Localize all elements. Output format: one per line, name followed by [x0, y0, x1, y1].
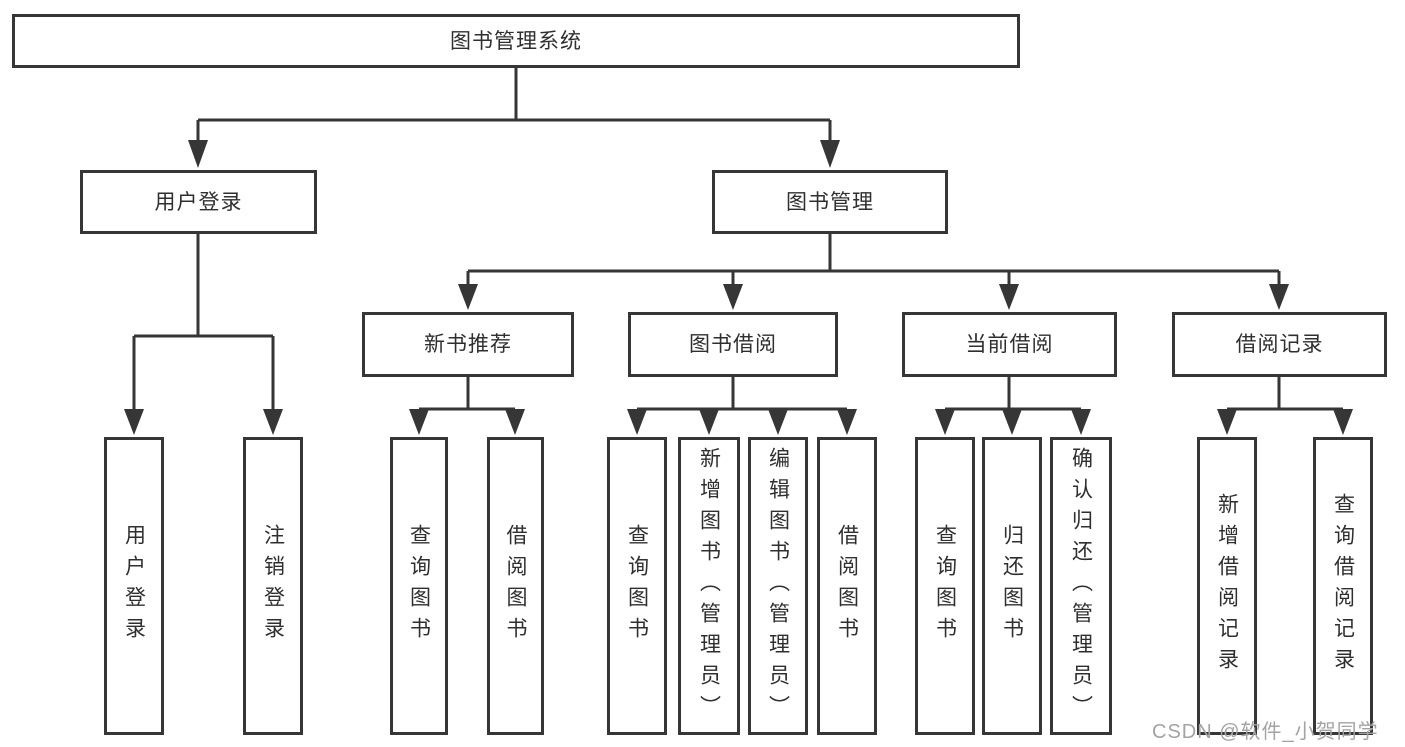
node-label: 注销登录	[261, 524, 285, 648]
node-label: 查询图书	[625, 524, 649, 648]
node-label: 图书借阅	[689, 333, 777, 356]
node-label: 查询图书	[933, 524, 957, 648]
node-return-books: 归还图书	[982, 437, 1042, 735]
node-edit-books-admin: 编辑图书（管理员）	[748, 437, 808, 735]
node-logout-action: 注销登录	[243, 437, 303, 735]
arrowheads	[124, 140, 1353, 435]
node-confirm-return-admin: 确认归还（管理员）	[1050, 437, 1112, 735]
node-user-login-action: 用户登录	[104, 437, 164, 735]
node-book-management: 图书管理	[712, 170, 948, 234]
node-query-books-2: 查询图书	[607, 437, 667, 735]
node-query-borrow-record: 查询借阅记录	[1313, 437, 1373, 735]
node-label: 新增借阅记录	[1215, 493, 1239, 679]
node-label: 归还图书	[1000, 524, 1024, 648]
node-label: 用户登录	[154, 190, 243, 214]
node-borrow-books-2: 借阅图书	[817, 437, 877, 735]
node-query-books-3: 查询图书	[915, 437, 975, 735]
node-add-books-admin: 新增图书（管理员）	[678, 437, 740, 735]
node-label: 图书管理系统	[450, 29, 582, 53]
node-add-borrow-record: 新增借阅记录	[1197, 437, 1257, 735]
node-label: 借阅记录	[1235, 333, 1324, 356]
node-current-borrowing: 当前借阅	[902, 312, 1117, 377]
node-user-login: 用户登录	[80, 170, 317, 234]
node-label: 编辑图书（管理员）	[766, 446, 790, 726]
node-label: 当前借阅	[965, 333, 1054, 356]
node-label: 用户登录	[122, 524, 146, 648]
node-library-management-system: 图书管理系统	[12, 14, 1020, 68]
node-label: 图书管理	[786, 190, 874, 214]
node-label: 新书推荐	[424, 333, 512, 356]
node-label: 查询借阅记录	[1331, 493, 1355, 679]
node-label: 查询图书	[407, 524, 431, 648]
node-book-borrowing: 图书借阅	[628, 312, 838, 377]
node-borrowing-records: 借阅记录	[1172, 312, 1387, 377]
node-label: 确认归还（管理员）	[1069, 446, 1093, 726]
csdn-watermark: CSDN @软件_小贺同学	[1152, 721, 1379, 743]
node-label: 新增图书（管理员）	[697, 446, 721, 726]
node-label: 借阅图书	[504, 524, 527, 648]
node-borrow-books-1: 借阅图书	[487, 437, 544, 735]
node-new-book-recommendation: 新书推荐	[362, 312, 574, 377]
node-label: 借阅图书	[835, 524, 859, 648]
node-query-books-1: 查询图书	[390, 437, 448, 735]
